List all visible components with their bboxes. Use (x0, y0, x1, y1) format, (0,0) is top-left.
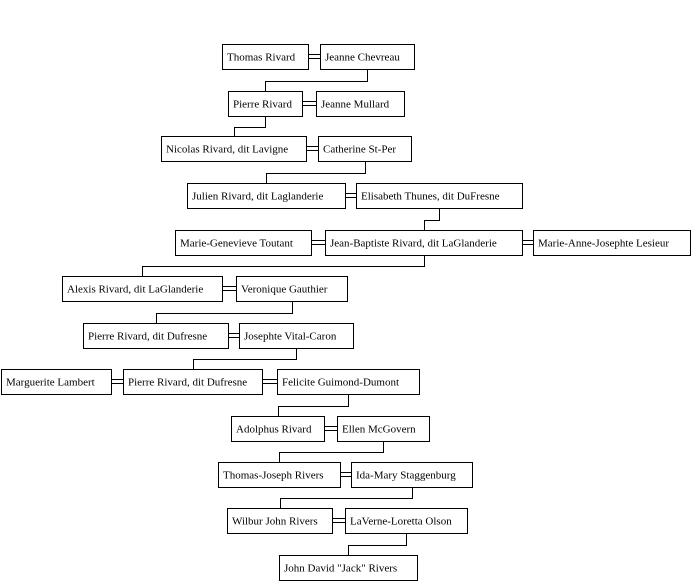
person-box (62, 276, 223, 302)
person-name: Pierre Rivard, dit Dufresne (88, 331, 207, 343)
person-box (239, 323, 354, 349)
person-name: Ellen McGovern (342, 424, 416, 436)
person-box (1, 369, 112, 395)
person-name: Elisabeth Thunes, dit DuFresne (361, 191, 500, 203)
person-name: Jean-Baptiste Rivard, dit LaGlanderie (330, 238, 497, 250)
person-box (325, 230, 523, 256)
person-name: John David "Jack" Rivers (284, 563, 397, 575)
person-box (356, 183, 523, 209)
person-name: Marie-Genevieve Toutant (180, 238, 293, 250)
descent-line (266, 162, 366, 183)
person-name: Adolphus Rivard (236, 424, 312, 436)
person-name: Felicite Guimond-Dumont (282, 377, 399, 389)
person-name: Wilbur John Rivers (232, 516, 318, 528)
descent-line (156, 302, 293, 323)
person-box (236, 276, 348, 302)
person-name: Thomas-Joseph Rivers (223, 470, 324, 482)
person-box (227, 508, 333, 534)
person-name: Ida-Mary Staggenburg (356, 470, 456, 482)
descent-line (424, 209, 440, 230)
descent-line (234, 117, 266, 136)
person-box (123, 369, 263, 395)
descent-line (193, 349, 297, 369)
person-name: Veronique Gauthier (241, 284, 328, 296)
person-box (337, 416, 430, 442)
descent-line (142, 256, 425, 276)
person-name: Marie-Anne-Josephte Lesieur (538, 238, 669, 250)
person-box (345, 508, 468, 534)
person-box (228, 91, 303, 117)
person-box (277, 369, 420, 395)
person-box (533, 230, 691, 256)
person-box (175, 230, 312, 256)
person-name: Jeanne Mullard (321, 99, 390, 111)
person-box (318, 136, 412, 162)
person-name: Nicolas Rivard, dit Lavigne (166, 144, 288, 156)
person-box (320, 44, 415, 70)
person-box (222, 44, 309, 70)
person-name: Jeanne Chevreau (325, 52, 400, 64)
descent-line (280, 488, 413, 508)
person-box (279, 555, 418, 581)
person-name: LaVerne-Loretta Olson (350, 516, 452, 528)
person-box (231, 416, 325, 442)
person-name: Julien Rivard, dit Laglanderie (192, 191, 323, 203)
person-name: Catherine St-Per (323, 144, 396, 156)
person-name: Marguerite Lambert (6, 377, 95, 389)
person-name: Thomas Rivard (227, 52, 296, 64)
descent-line (265, 70, 368, 91)
person-name: Josephte Vital-Caron (244, 331, 337, 343)
person-box (316, 91, 405, 117)
person-name: Alexis Rivard, dit LaGlanderie (67, 284, 203, 296)
person-name: Pierre Rivard, dit Dufresne (128, 377, 247, 389)
person-box (351, 462, 473, 488)
descent-line (278, 395, 349, 416)
person-name: Pierre Rivard (233, 99, 292, 111)
person-box (218, 462, 341, 488)
person-box (83, 323, 229, 349)
descent-line (279, 442, 384, 462)
descent-line (348, 534, 407, 555)
person-box (161, 136, 307, 162)
person-box (187, 183, 346, 209)
